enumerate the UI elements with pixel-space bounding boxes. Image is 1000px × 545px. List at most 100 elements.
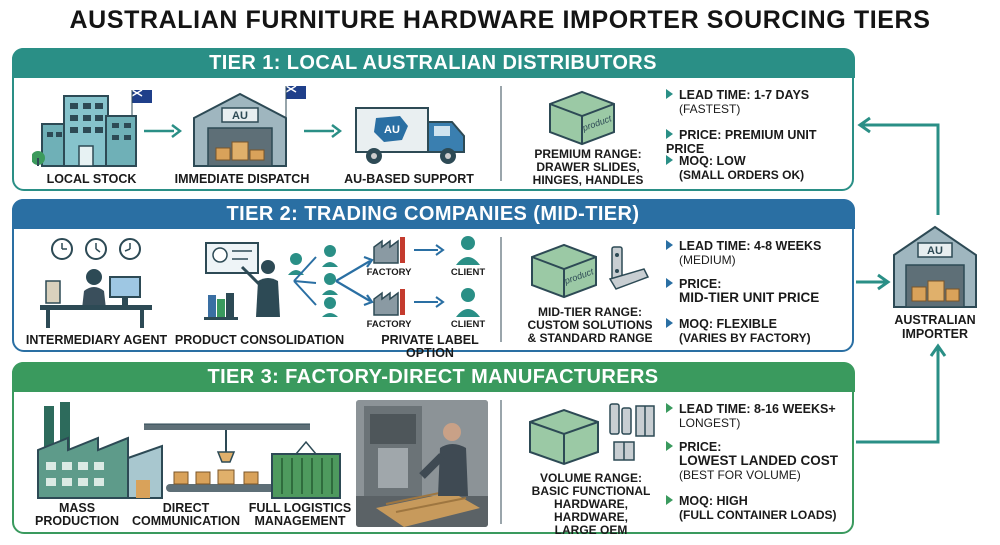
- factory-icon: [373, 237, 405, 264]
- agent-desk-icon: [40, 238, 152, 328]
- tier-3-panel: TIER 3: FACTORY-DIRECT MANUFACTURERS MAS…: [11, 361, 855, 537]
- tier-2-header: TIER 2: TRADING COMPANIES (MID-TIER): [11, 198, 855, 229]
- office-building-icon: [32, 89, 152, 167]
- bullet-triangle-icon: [666, 89, 673, 99]
- importer-label-line: IMPORTER: [902, 327, 968, 341]
- tier-1-divider: [500, 86, 502, 181]
- range-title: PREMIUM RANGE:: [534, 147, 642, 161]
- bullet-triangle-icon: [666, 403, 673, 413]
- shipping-container-icon: [271, 440, 341, 499]
- tier-2-price: PRICE: MID-TIER UNIT PRICE: [666, 277, 851, 305]
- moq-sub: (VARIES BY FACTORY): [679, 331, 811, 345]
- importer-warehouse-icon: AU: [893, 225, 977, 308]
- gantry-crane-icon: [144, 423, 310, 492]
- tier-2-moq: MOQ: FLEXIBLE (VARIES BY FACTORY): [666, 317, 851, 345]
- factory-icon: [37, 402, 341, 499]
- bullet-triangle-icon: [666, 155, 673, 165]
- importer-label-line: AUSTRALIAN: [894, 313, 976, 327]
- flow-label-private-label-option: PRIVATE LABEL OPTION: [381, 333, 479, 360]
- flow-label-immediate-dispatch: IMMEDIATE DISPATCH: [174, 172, 310, 186]
- flow-label-au-based-support: AU-BASED SUPPORT: [344, 172, 474, 186]
- bullet-triangle-icon: [666, 240, 673, 250]
- tier-1-moq: MOQ: LOW (SMALL ORDERS OK): [666, 154, 851, 182]
- moq-sub: (FULL CONTAINER LOADS): [679, 508, 837, 522]
- warehouse-sign-text: AU: [232, 110, 248, 122]
- tier-2-range-label: MID-TIER RANGE: CUSTOM SOLUTIONS & STAND…: [520, 306, 660, 345]
- clock-icon: [51, 238, 141, 260]
- flow-label-intermediary-agent: INTERMEDIARY AGENT: [25, 333, 168, 347]
- flow-label-product-consolidation: PRODUCT CONSOLIDATION: [174, 333, 345, 347]
- bullet-triangle-icon: [666, 495, 673, 505]
- lead-time-label: LEAD TIME: 8-16 WEEKS+: [679, 402, 836, 416]
- au-warehouse-icon: AU: [193, 85, 306, 167]
- range-title: MID-TIER RANGE:: [538, 305, 642, 319]
- tier-3-header: TIER 3: FACTORY-DIRECT MANUFACTURERS: [11, 361, 855, 392]
- range-line: DRAWER SLIDES,: [536, 160, 640, 174]
- lead-time-label: LEAD TIME: 1-7 DAYS: [679, 88, 810, 102]
- flow-line: DIRECT: [162, 501, 210, 515]
- arrow-right-icon: [304, 124, 342, 138]
- range-line: HINGES, HANDLES: [532, 173, 644, 187]
- truck-sign-text: AU: [384, 124, 400, 136]
- branch-arrows-icon: [335, 255, 374, 307]
- lead-time-label: LEAD TIME: 4-8 WEEKS: [679, 239, 822, 253]
- range-title: VOLUME RANGE:: [540, 471, 642, 485]
- hinge-icon: [608, 246, 650, 290]
- client-label: CLIENT: [450, 267, 486, 278]
- price-label: PRICE: PREMIUM UNIT PRICE: [666, 128, 817, 156]
- importer-sign-text: AU: [927, 245, 943, 257]
- flow-line: PRODUCTION: [34, 514, 120, 528]
- flow-line: FULL LOGISTICS: [248, 501, 352, 515]
- people-network-icon: [293, 245, 338, 317]
- bullet-triangle-icon: [666, 318, 673, 328]
- tier-3-range-label: VOLUME RANGE: BASIC FUNCTIONAL HARDWARE,…: [520, 472, 662, 537]
- tier-1-lead-time: LEAD TIME: 1-7 DAYS (FASTEST): [666, 88, 851, 116]
- delivery-truck-icon: AU: [355, 107, 465, 164]
- tier-3-moq: MOQ: HIGH (FULL CONTAINER LOADS): [666, 494, 851, 522]
- client-label: CLIENT: [450, 319, 486, 330]
- lead-time-sub: (FASTEST): [679, 102, 741, 116]
- range-line: LARGE OEM: [554, 523, 628, 537]
- price-value: MID-TIER UNIT PRICE: [679, 290, 820, 305]
- moq-label: MOQ: FLEXIBLE: [679, 317, 777, 331]
- price-label: PRICE:: [679, 440, 722, 454]
- presenter-icon: [204, 242, 304, 320]
- price-sub: (BEST FOR VOLUME): [679, 468, 801, 482]
- importer-flow-arrows: [856, 116, 947, 444]
- tier-3-divider: [500, 400, 502, 524]
- price-label: PRICE:: [679, 277, 722, 291]
- hinge-icon: [609, 403, 655, 461]
- importer-label: AUSTRALIAN IMPORTER: [876, 313, 994, 341]
- client-icon: [456, 236, 480, 265]
- bullet-triangle-icon: [666, 278, 673, 288]
- tier-2-lead-time: LEAD TIME: 4-8 WEEKS (MEDIUM): [666, 239, 851, 267]
- range-line: HARDWARE, HARDWARE,: [554, 497, 628, 524]
- tier-3-price: PRICE: LOWEST LANDED COST (BEST FOR VOLU…: [666, 440, 851, 482]
- product-box-icon: product: [549, 90, 615, 146]
- bullet-triangle-icon: [666, 129, 673, 139]
- moq-sub: (SMALL ORDERS OK): [679, 168, 805, 182]
- main-title: AUSTRALIAN FURNITURE HARDWARE IMPORTER S…: [69, 6, 931, 34]
- lead-time-sub: (MEDIUM): [679, 253, 736, 267]
- tier-2-divider: [500, 237, 502, 342]
- price-value: LOWEST LANDED COST: [679, 453, 838, 468]
- moq-label: MOQ: LOW: [679, 154, 746, 168]
- range-line: CUSTOM SOLUTIONS: [527, 318, 653, 332]
- flow-line: COMMUNICATION: [131, 514, 241, 528]
- product-box-icon: [529, 403, 655, 466]
- arrow-right-icon: [414, 296, 445, 308]
- range-line: & STANDARD RANGE: [527, 331, 653, 345]
- bullet-triangle-icon: [666, 441, 673, 451]
- tier-1-header: TIER 1: LOCAL AUSTRALIAN DISTRIBUTORS: [11, 47, 855, 78]
- tier-1-price: PRICE: PREMIUM UNIT PRICE: [666, 128, 851, 156]
- tier-1-panel: TIER 1: LOCAL AUSTRALIAN DISTRIBUTORS LO…: [11, 47, 855, 191]
- tier-1-range-label: PREMIUM RANGE: DRAWER SLIDES, HINGES, HA…: [520, 148, 656, 187]
- client-icon: [456, 288, 480, 317]
- factory-icon: [373, 289, 405, 316]
- flow-label-local-stock: LOCAL STOCK: [46, 172, 137, 186]
- lead-time-sub: LONGEST): [679, 416, 741, 430]
- factory-label: FACTORY: [366, 319, 412, 330]
- flow-line: MASS: [58, 501, 96, 515]
